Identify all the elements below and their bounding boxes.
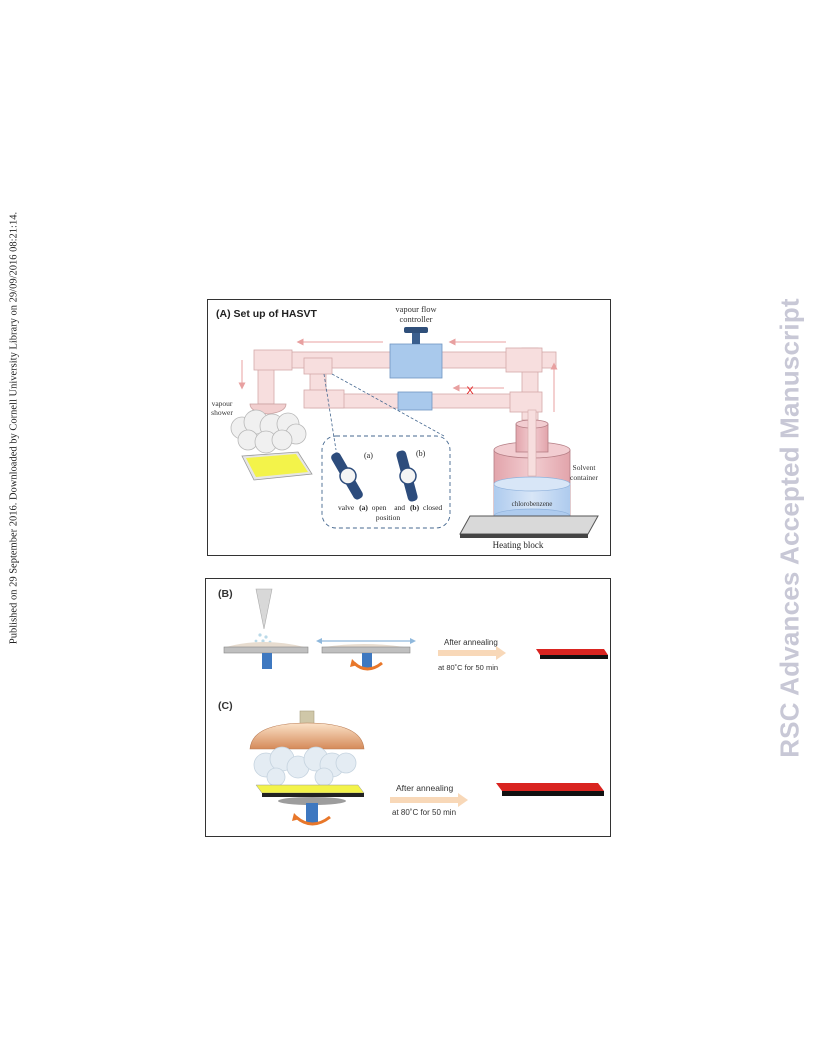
caption-and: and: [394, 503, 405, 512]
chuck-c: [278, 797, 346, 805]
setup-diagram: (A) Set up of HASVT vapour flow controll…: [211, 304, 599, 550]
valve-detail-callout: [321, 435, 451, 529]
callout-line-left: [323, 373, 337, 451]
process-diagram: (B) After annealing at 80˚C for 50 min (…: [218, 588, 608, 826]
wet-film-1: [226, 642, 304, 647]
heating-block-edge: [460, 534, 588, 538]
final-film-b: [536, 649, 608, 655]
panel-b-condition: at 80˚C for 50 min: [438, 663, 498, 672]
vapour-cloud-c: [253, 746, 357, 787]
solvent-container: [493, 409, 571, 524]
callout-line-right: [331, 373, 445, 437]
vapour-cloud: [230, 409, 307, 454]
annealing-arrow-b: [438, 646, 506, 660]
caption-valve: valve: [338, 503, 355, 512]
valve-b-icon: [396, 450, 418, 502]
valve-caption: valve (a) open and (b) closed: [338, 503, 442, 512]
watermark-text: RSC Advances Accepted Manuscript: [774, 298, 805, 758]
caption-closed: closed: [423, 503, 442, 512]
yellow-film-c: [255, 784, 365, 794]
caption-open: open: [372, 503, 387, 512]
valve-b-label: (b): [416, 449, 426, 458]
panel-c-condition: at 80˚C for 50 min: [392, 808, 456, 817]
publication-note-text: Published on 29 September 2016. Download…: [8, 211, 20, 645]
vapour-shower-label-1: vapour: [212, 399, 233, 408]
heating-block-label: Heating block: [493, 540, 544, 550]
bottom-valve-block: [397, 391, 433, 411]
panel-a-setup: (A) Set up of HASVT vapour flow controll…: [207, 299, 611, 556]
controller-knob: [404, 327, 428, 333]
panel-bc-process: (B) After annealing at 80˚C for 50 min (…: [205, 578, 611, 837]
inner-joint-bottom: [303, 389, 345, 409]
spindle-c: [306, 803, 318, 823]
spin-off-arrowhead-right: [410, 638, 416, 644]
vapour-flow-controller: [389, 343, 443, 379]
panel-b-after-annealing: After annealing: [444, 638, 498, 647]
rotation-arrowhead-c: [292, 813, 300, 821]
solvent-container-label-2: container: [570, 473, 598, 482]
valve-a-label: (a): [364, 451, 373, 460]
panel-c-label: (C): [218, 700, 233, 712]
annealing-arrow-c: [390, 793, 468, 807]
spindle-2: [362, 653, 372, 669]
right-elbow-bottom: [509, 391, 543, 413]
wet-film-2: [324, 644, 404, 647]
inner-joint-top: [303, 357, 333, 375]
caption-b: (b): [410, 503, 420, 512]
caption-a: (a): [359, 503, 368, 512]
panel-c-after-annealing: After annealing: [396, 783, 453, 793]
left-elbow: [253, 349, 293, 371]
spin-substrate-2: [321, 646, 411, 654]
blocked-x-mark: X: [466, 385, 474, 397]
solvent-container-label-1: Solvent: [573, 463, 597, 472]
vapour-shower-label-2: shower: [211, 408, 233, 417]
final-film-c: [496, 783, 604, 791]
final-film-b-edge: [540, 655, 608, 659]
spindle-1: [262, 653, 272, 669]
valve-a-icon: [331, 452, 363, 500]
shower-dome: [249, 722, 365, 750]
panel-a-title: (A) Set up of HASVT: [216, 308, 317, 320]
rotation-arrowhead-b: [350, 659, 358, 667]
spray-nozzle: [255, 588, 273, 630]
flow-controller-label-2: controller: [399, 314, 432, 324]
panel-b-label: (B): [218, 588, 233, 600]
flow-controller-label-1: vapour flow: [395, 304, 437, 314]
heating-block: [459, 515, 599, 535]
controller-stem: [412, 332, 420, 344]
caption-position: position: [376, 513, 400, 522]
substrate-c-edge: [262, 793, 364, 797]
final-film-c-edge: [502, 791, 604, 796]
spin-off-arrowhead-left: [316, 638, 322, 644]
right-elbow-top: [505, 347, 543, 373]
chlorobenzene-label: chlorobenzene: [512, 500, 553, 508]
spin-substrate-1: [223, 646, 309, 654]
spray-droplets: [254, 633, 272, 644]
yellow-film: [246, 454, 308, 477]
